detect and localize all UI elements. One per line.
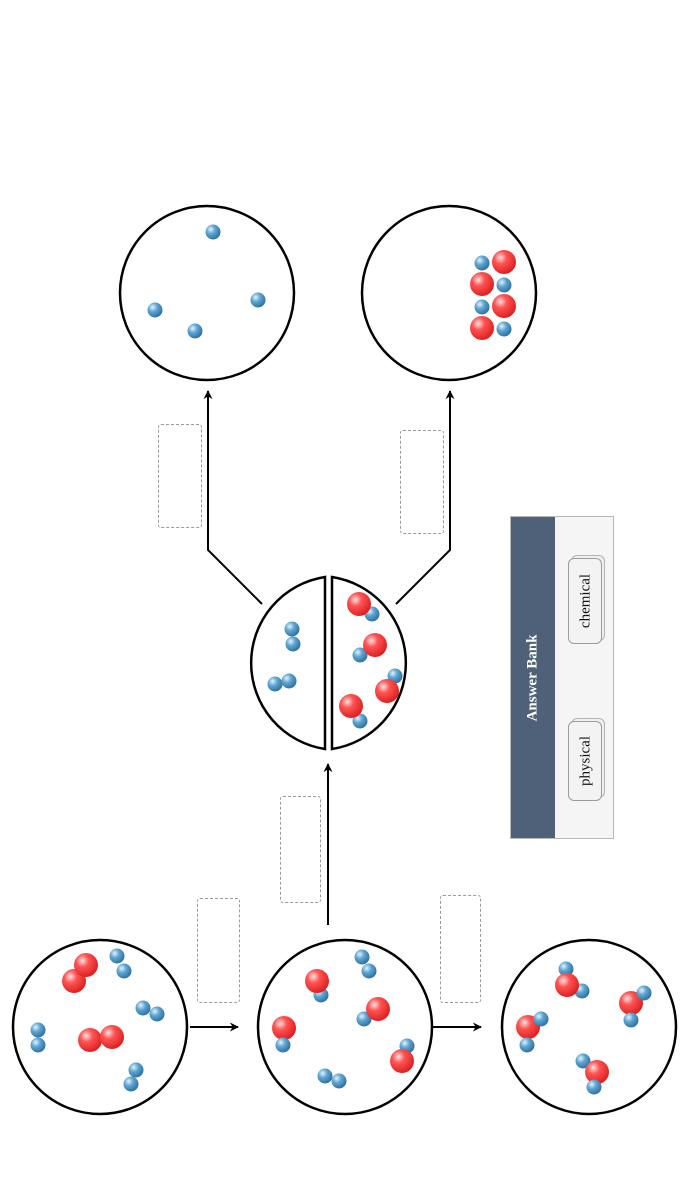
blue-atom <box>123 1076 139 1092</box>
blue-atom <box>474 299 490 315</box>
red-atom <box>470 272 494 296</box>
blue-atom <box>285 636 301 652</box>
circles <box>11 204 678 1116</box>
red-atom <box>339 694 363 718</box>
blue-atom <box>109 948 125 964</box>
red-atom <box>74 953 98 977</box>
chip-face: chemical <box>568 558 602 644</box>
red-atom <box>78 1028 102 1052</box>
arrow-split-to-top-right <box>395 390 455 605</box>
arrows <box>190 390 482 1032</box>
arrow-split-to-top-left <box>203 390 263 605</box>
red-atom <box>347 592 371 616</box>
circle-top-left-product <box>118 204 296 382</box>
red-atom <box>305 969 329 993</box>
answer-bank: Answer Bank chemical physical <box>510 516 614 839</box>
answer-chip-physical[interactable]: physical <box>568 718 605 801</box>
blue-atom <box>496 277 512 293</box>
red-atom <box>492 250 516 274</box>
circle-middle-mixture <box>256 938 434 1116</box>
blue-atom <box>356 1011 372 1027</box>
blue-atom <box>623 1012 639 1028</box>
blue-atom <box>558 961 574 977</box>
blue-atom <box>575 1053 591 1069</box>
blue-atom <box>354 949 370 965</box>
blue-atom <box>636 985 652 1001</box>
blue-atom <box>30 1022 46 1038</box>
blue-atom <box>250 292 266 308</box>
blue-atom <box>352 713 368 729</box>
red-atom <box>375 679 399 703</box>
blue-atom <box>135 1000 151 1016</box>
red-atom <box>619 991 643 1015</box>
red-atom <box>366 997 390 1021</box>
circle-final-mixture <box>500 938 678 1116</box>
red-atom <box>492 294 516 318</box>
chip-label: chemical <box>577 573 594 629</box>
chip-label: physical <box>577 736 594 786</box>
blue-atom <box>352 647 368 663</box>
blue-atom <box>275 1037 291 1053</box>
circle-top-right-product <box>360 204 538 382</box>
drop-target-middle-to-split[interactable] <box>280 796 321 903</box>
chip-face: physical <box>568 721 602 801</box>
red-atom <box>470 316 494 340</box>
answer-chip-chemical[interactable]: chemical <box>568 555 605 644</box>
blue-atom <box>128 1062 144 1078</box>
red-atom <box>363 633 387 657</box>
split-circle-left-half <box>249 575 327 751</box>
blue-atom <box>533 1011 549 1027</box>
blue-atom <box>474 255 490 271</box>
answer-bank-header: Answer Bank <box>511 517 555 838</box>
drop-target-split-to-top-right[interactable] <box>400 430 444 534</box>
drop-target-left-to-middle[interactable] <box>197 898 240 1003</box>
blue-atom <box>496 321 512 337</box>
atoms <box>30 224 652 1095</box>
red-atom <box>585 1060 609 1084</box>
blue-atom <box>519 1037 535 1053</box>
red-atom <box>272 1016 296 1040</box>
circle-initial-mixture <box>11 938 189 1116</box>
blue-atom <box>281 673 297 689</box>
blue-atom <box>147 302 163 318</box>
blue-atom <box>267 676 283 692</box>
drop-target-split-to-top-left[interactable] <box>158 424 202 528</box>
answer-bank-title: Answer Bank <box>524 634 541 722</box>
blue-atom <box>387 668 403 684</box>
blue-atom <box>30 1037 46 1053</box>
blue-atom <box>149 1006 165 1022</box>
blue-atom <box>361 963 377 979</box>
blue-atom <box>116 963 132 979</box>
split-circle <box>249 575 408 751</box>
blue-atom <box>187 323 203 339</box>
red-atom <box>555 973 579 997</box>
blue-atom <box>331 1073 347 1089</box>
drop-target-middle-to-right[interactable] <box>440 895 481 1003</box>
blue-atom <box>586 1079 602 1095</box>
blue-atom <box>205 224 221 240</box>
red-atom <box>100 1025 124 1049</box>
blue-atom <box>317 1068 333 1084</box>
red-atom <box>390 1049 414 1073</box>
blue-atom <box>284 621 300 637</box>
